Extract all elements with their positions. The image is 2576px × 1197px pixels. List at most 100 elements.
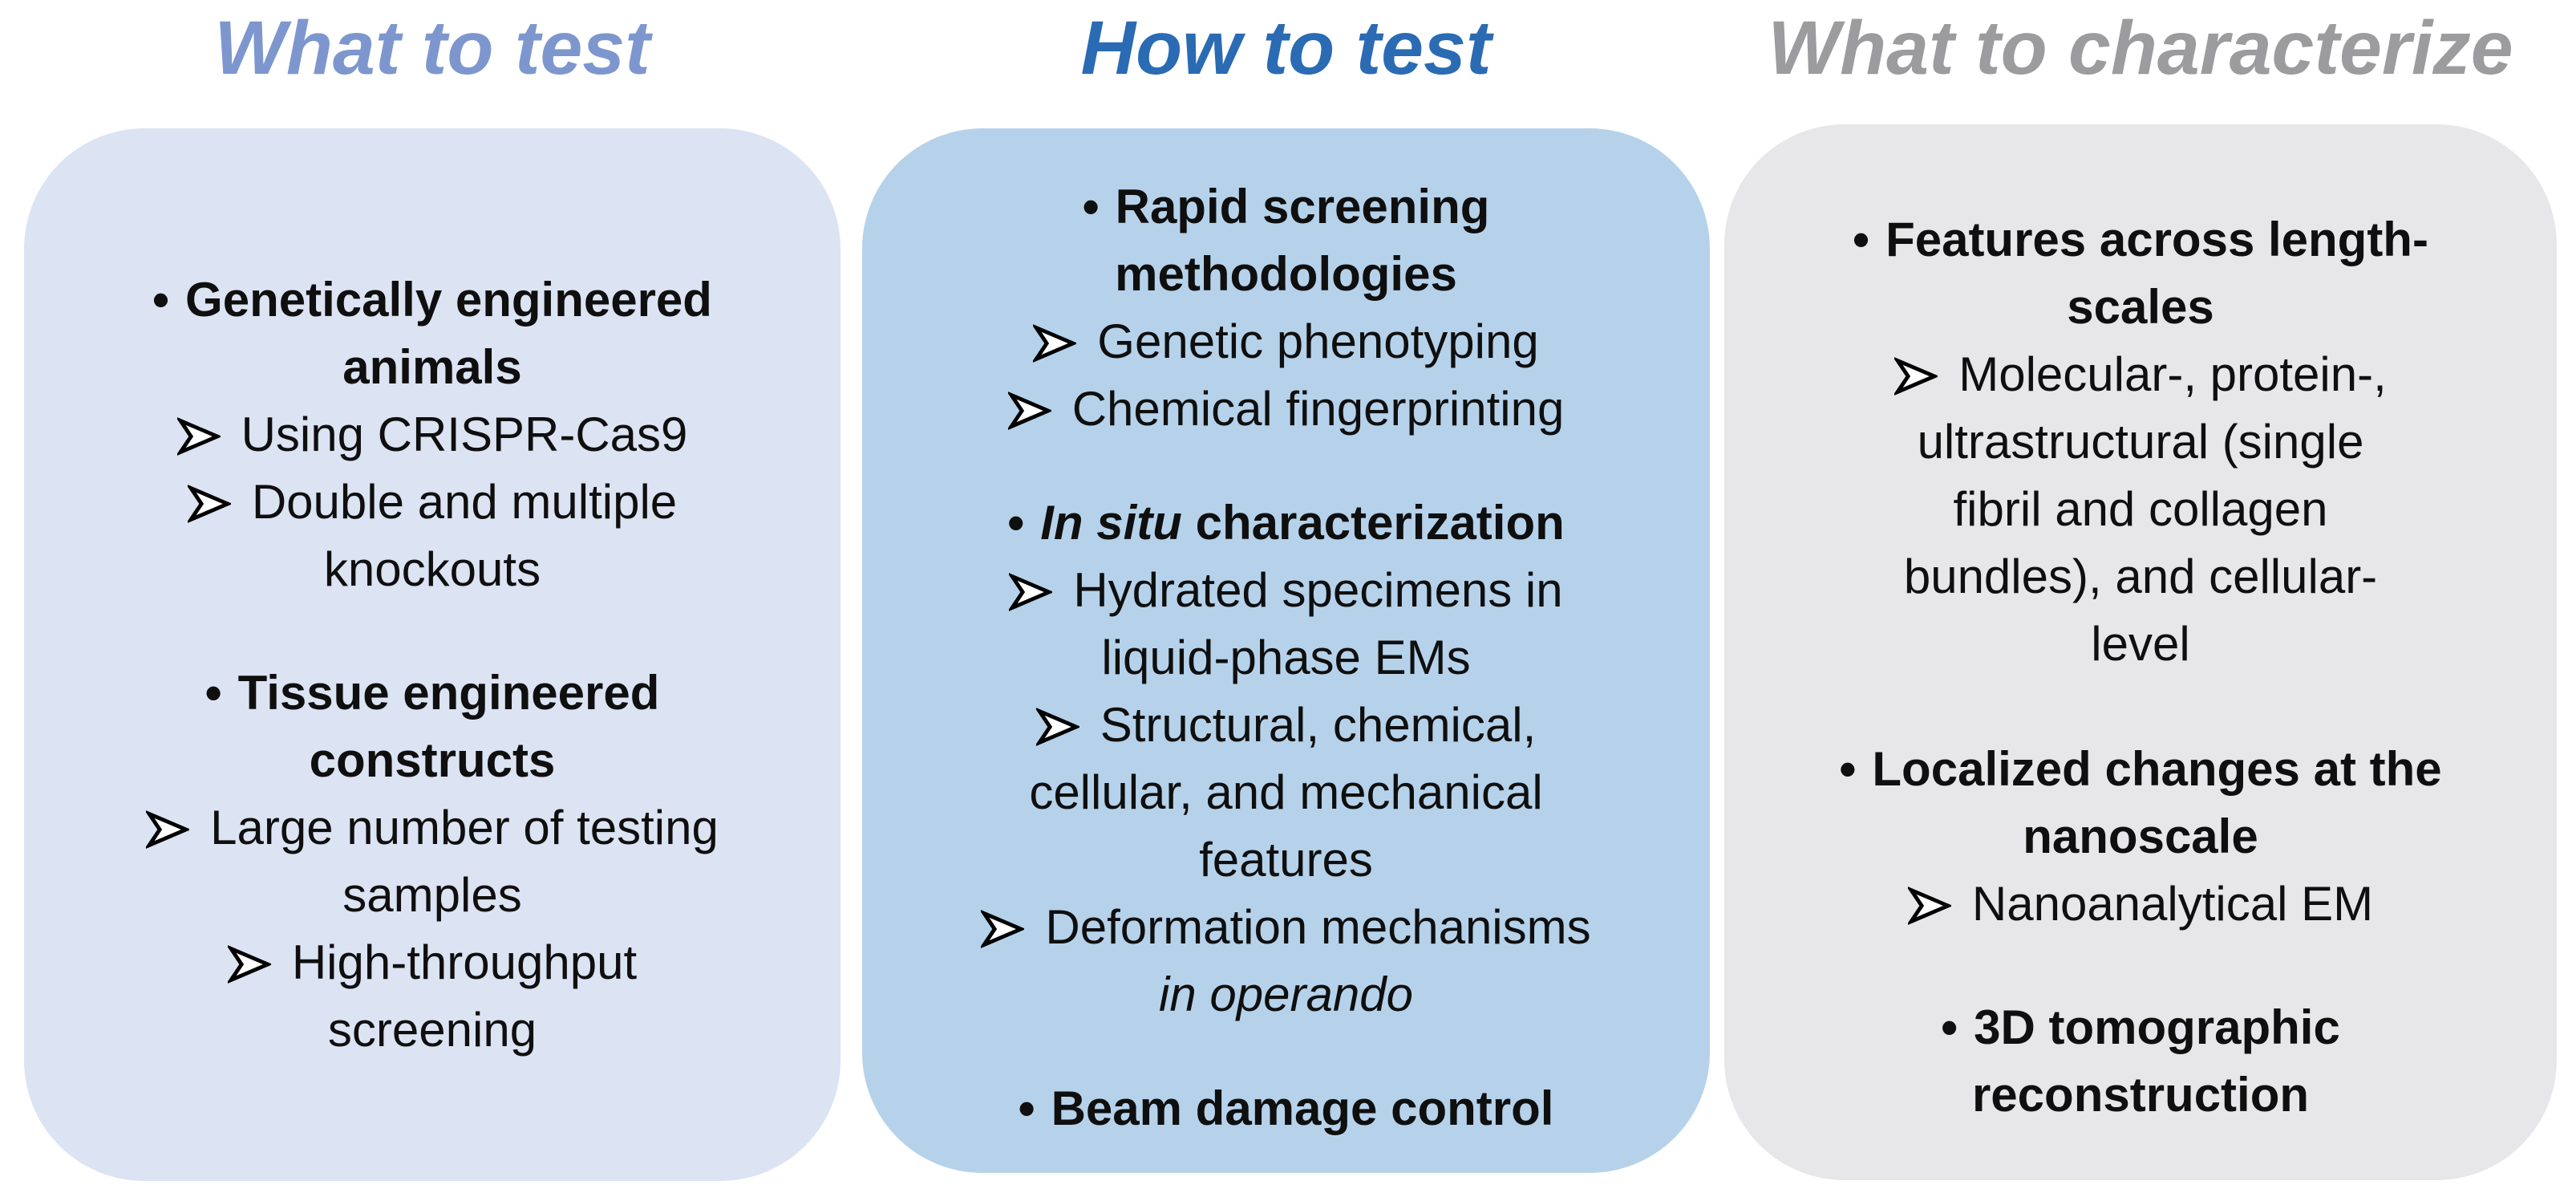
column-header-how-to-test: How to test [1080, 5, 1492, 91]
list-item-line: bundles), and cellular- [1894, 543, 2387, 611]
text-segment: level [2091, 617, 2190, 671]
list-item-line: •Localized changes at the [1839, 736, 2441, 803]
list-item-line: cellular, and mechanical [1029, 759, 1542, 826]
text-segment: Using CRISPR-Cas9 [241, 408, 688, 461]
list-item-line: Large number of testing [144, 794, 719, 862]
arrow-bullet-icon [1006, 391, 1053, 431]
list-item: •Localized changes at the nanoscale [1839, 736, 2441, 870]
text-segment: Nanoanalytical EM [1971, 877, 2374, 931]
text-segment: cellular, and mechanical [1029, 765, 1543, 819]
text-segment: knockouts [323, 542, 541, 596]
list-item: • Rapid screening methodologies [1083, 173, 1490, 308]
text-segment: screening [327, 1003, 537, 1057]
list-item-line: Using CRISPR-Cas9 [175, 401, 688, 469]
list-item-line: Genetic phenotyping [1031, 308, 1539, 375]
bullet-icon: • [1082, 180, 1100, 233]
list-item: Genetic phenotyping [1031, 308, 1539, 375]
text-segment: nanoscale [2023, 809, 2258, 863]
list-item-line: • 3D tomographic [1941, 994, 2340, 1061]
text-segment: scales [2067, 280, 2214, 334]
list-item-line: •Tissue engineered [205, 659, 660, 727]
column-header-what-to-characterize: What to characterize [1768, 5, 2513, 91]
text-segment: Genetically engineered [185, 273, 712, 327]
list-item-line: liquid-phase EMs [1009, 624, 1562, 692]
list-item: Structural, chemical, cellular, and mecha… [1029, 692, 1542, 894]
bullet-icon: • [152, 273, 170, 327]
list-item: Molecular-, protein-, ultrastructural (si… [1892, 341, 2387, 678]
list-gap [862, 1029, 1710, 1075]
bullet-icon: • [1007, 496, 1025, 550]
arrow-bullet-icon [1034, 707, 1081, 747]
list-item-line: • Features across length- [1853, 206, 2428, 274]
bullet-icon: • [1018, 1081, 1035, 1135]
list-item: Nanoanalytical EM [1906, 870, 2374, 938]
arrow-bullet-icon [225, 944, 273, 984]
bullet-icon: • [1839, 742, 1857, 796]
arrow-bullet-icon [1892, 356, 1940, 396]
list-item-line: Molecular-, protein-, [1892, 341, 2387, 408]
list-item-line: knockouts [188, 536, 677, 603]
list-item: •Tissue engineered constructs [205, 659, 660, 794]
list-item: • Beam damage control [1019, 1075, 1554, 1142]
list-gap [1724, 938, 2557, 994]
list-item: Hydrated specimens in liquid-phase EMs [1007, 557, 1563, 692]
text-segment: Beam damage control [1051, 1081, 1554, 1135]
text-segment: Molecular-, protein-, [1958, 347, 2387, 401]
list-item-line: animals [152, 334, 712, 401]
text-segment: samples [342, 868, 522, 922]
arrow-bullet-icon [185, 484, 233, 524]
list-item-line: features [1029, 826, 1542, 894]
list-item-line: • Rapid screening [1083, 173, 1490, 241]
list-item-line: samples [146, 862, 719, 929]
arrow-bullet-icon [175, 416, 222, 456]
text-segment: Hydrated specimens in [1073, 563, 1563, 617]
text-segment: Double and multiple [251, 475, 678, 529]
text-segment: Chemical fingerprinting [1071, 382, 1565, 436]
text-segment: in operando [1159, 968, 1413, 1021]
text-segment: Large number of testing [210, 801, 719, 854]
text-segment: Genetic phenotyping [1097, 314, 1539, 368]
arrow-bullet-icon [978, 909, 1027, 949]
text-segment: 3D tomographic [1974, 1000, 2340, 1054]
list-item-line: High-throughput [225, 929, 638, 996]
text-segment: reconstruction [1971, 1068, 2310, 1122]
text-segment: animals [342, 340, 522, 394]
list-item: • Features across length-scales [1853, 206, 2428, 341]
list-item-line: constructs [205, 727, 660, 794]
text-segment: constructs [309, 733, 556, 787]
column-header-what-to-test: What to test [214, 5, 650, 91]
list-gap [24, 603, 840, 659]
list-gap [1724, 678, 2557, 736]
list-item-line: Hydrated specimens in [1007, 557, 1563, 624]
text-segment: Features across length- [1885, 213, 2428, 266]
list-item-line: Chemical fingerprinting [1006, 375, 1565, 443]
text-segment: ultrastructural (single [1917, 415, 2364, 469]
text-segment: In situ [1040, 496, 1196, 550]
list-item: High-throughput screening [225, 929, 638, 1064]
list-item: • In situ characterization [1007, 489, 1565, 557]
text-segment: characterization [1195, 496, 1565, 550]
list-item-line: methodologies [1083, 241, 1490, 308]
list-item-line: Nanoanalytical EM [1906, 870, 2374, 938]
text-segment: Structural, chemical, [1100, 698, 1537, 752]
list-item-line: ultrastructural (single [1894, 408, 2387, 476]
text-segment: Rapid screening [1115, 180, 1490, 233]
list-item-line: reconstruction [1941, 1061, 2340, 1129]
list-item-line: screening [228, 996, 637, 1064]
bullet-icon: • [1853, 213, 1870, 266]
list-item-line: fibril and collagen [1894, 476, 2387, 543]
text-segment: features [1199, 833, 1373, 887]
list-item-line: nanoscale [1839, 803, 2441, 870]
bullet-icon: • [1941, 1000, 1958, 1054]
text-segment: liquid-phase EMs [1101, 631, 1471, 684]
arrow-bullet-icon [1007, 572, 1055, 612]
list-item-line: • In situ characterization [1007, 489, 1565, 557]
list-item-line: scales [1853, 274, 2428, 341]
list-item: Deformation mechanisms in operando [978, 894, 1591, 1029]
text-segment: Deformation mechanisms [1045, 900, 1591, 954]
list-item: Using CRISPR-Cas9 [175, 401, 688, 469]
text-segment: High-throughput [291, 935, 638, 989]
